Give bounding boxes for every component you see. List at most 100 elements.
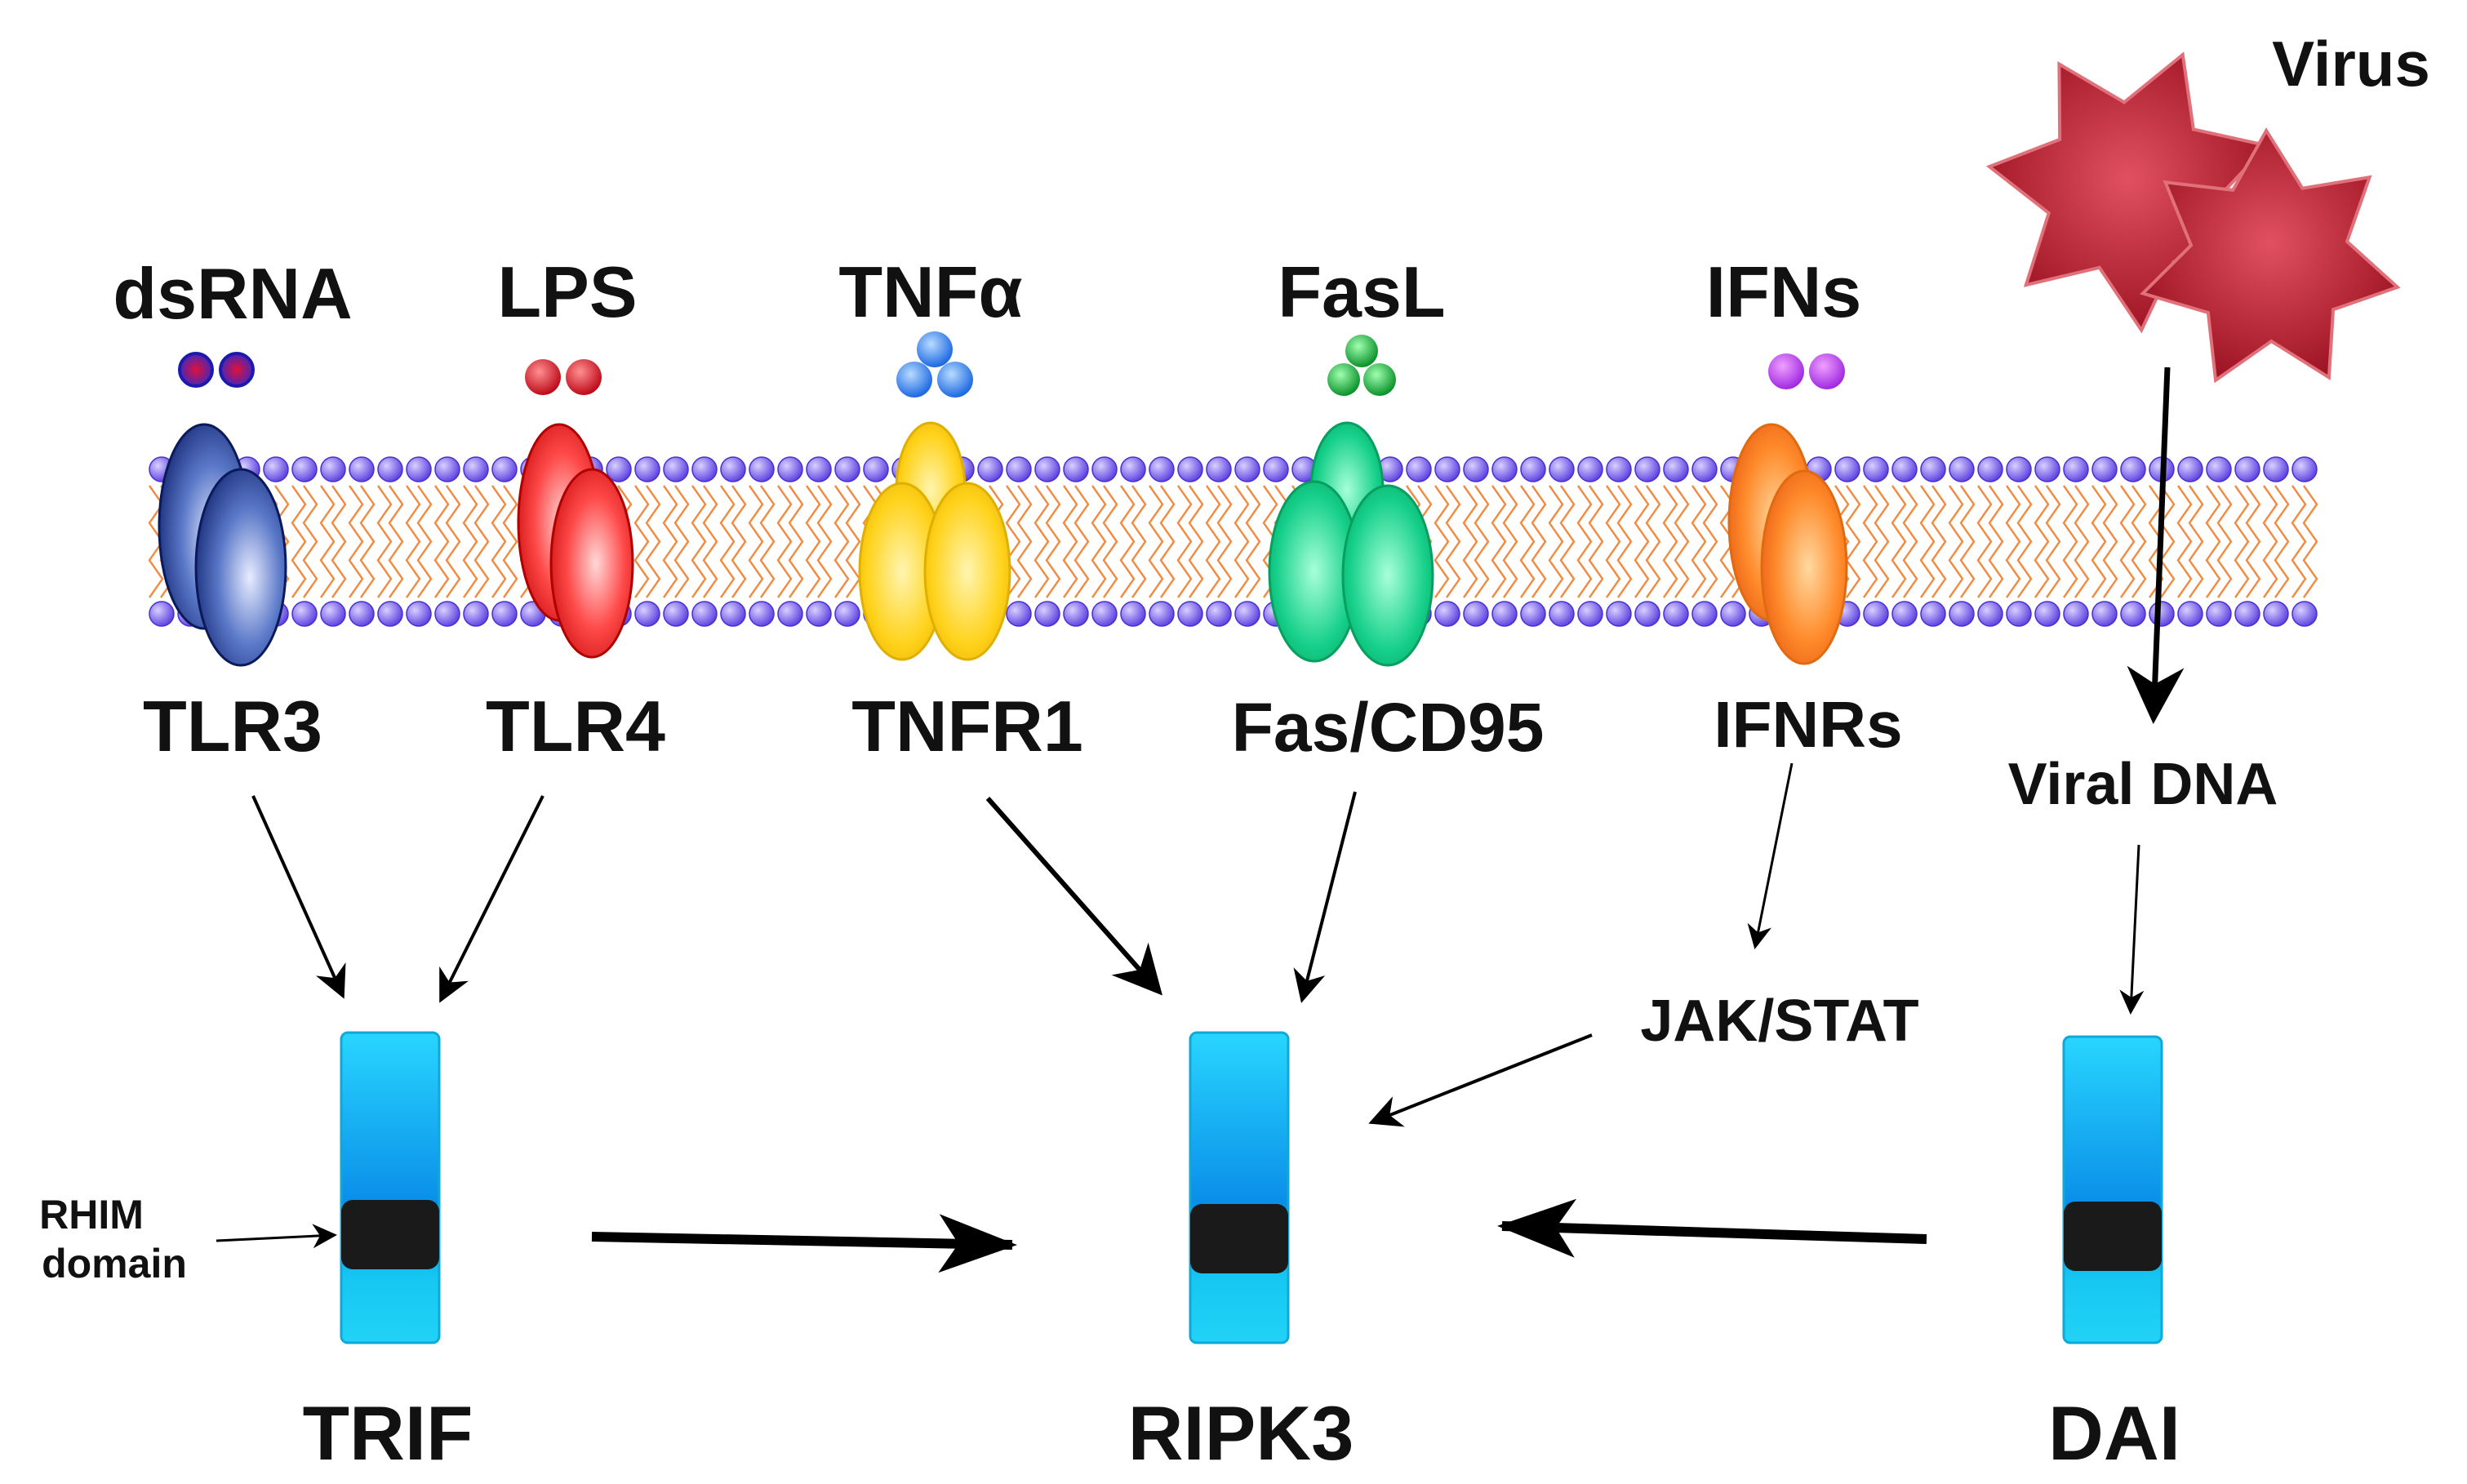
lipid-head <box>634 601 660 627</box>
lipid-head <box>2291 601 2318 627</box>
lipid-tail <box>1073 485 1090 598</box>
dai-rhim-domain <box>2064 1202 2162 1271</box>
trif-protein <box>340 1031 441 1344</box>
lipid-head <box>1063 456 1089 482</box>
lipid-head <box>434 456 460 482</box>
lipid-tail <box>433 485 450 598</box>
lipid-tail <box>2245 485 2261 598</box>
lipid-head <box>1920 456 1946 482</box>
lipid-tail <box>1474 485 1490 598</box>
lipid-head <box>806 601 832 627</box>
arrow-viral-dna-to-dai <box>2119 844 2145 1015</box>
lipid-tail <box>2216 485 2233 598</box>
lipid-tail <box>816 485 833 598</box>
tnfr1-receptor <box>858 421 1011 661</box>
lipid-head <box>720 601 746 627</box>
lipid-tail <box>491 485 507 598</box>
trif-rhim-domain <box>341 1200 439 1269</box>
lipid-head <box>663 601 689 627</box>
lipid-head <box>1149 601 1175 627</box>
lipid-head <box>349 601 375 627</box>
lipid-tail <box>805 485 821 598</box>
lipid-head <box>2034 456 2060 482</box>
lipid-tail <box>302 485 318 598</box>
lipid-tail <box>1159 485 1176 598</box>
lipid-head <box>1406 456 1432 482</box>
lipid-tail <box>748 485 764 598</box>
lipid-tail <box>1931 485 1947 598</box>
lipid-tail <box>1176 485 1193 598</box>
lipid-tail <box>1662 485 1678 598</box>
lipid-head <box>663 456 689 482</box>
lipid-head <box>2006 456 2032 482</box>
lipid-head <box>1891 456 1918 482</box>
lipid-tail <box>1559 485 1576 598</box>
lipid-tail <box>405 485 421 598</box>
lipid-tail <box>1148 485 1164 598</box>
lipid-head <box>634 456 660 482</box>
lipid-tail <box>833 485 850 598</box>
lipid-head <box>2120 601 2146 627</box>
lipid-tail <box>1891 485 1907 598</box>
lipid-heads-outer <box>149 456 2318 482</box>
lipid-head <box>1234 456 1260 482</box>
lipid-tail <box>776 485 793 598</box>
lipid-head <box>320 601 346 627</box>
lipid-head <box>1120 456 1146 482</box>
lipid-head <box>1206 601 1232 627</box>
lipid-tail <box>1605 485 1621 598</box>
lipid-tail <box>1445 485 1461 598</box>
lipid-tail <box>388 485 404 598</box>
lipid-tail <box>2016 485 2033 598</box>
lipid-head <box>1606 601 1632 627</box>
lipid-head <box>1149 456 1175 482</box>
lipid-tail <box>1491 485 1507 598</box>
cell-membrane <box>148 456 2318 627</box>
lipid-tail <box>2205 485 2221 598</box>
arrow-fas-to-ripk3 <box>1293 791 1357 1003</box>
lps-ligand <box>525 359 602 395</box>
lipid-tail <box>1045 485 1061 598</box>
lipid-tail <box>2074 485 2090 598</box>
lipid-head <box>463 601 489 627</box>
lipid-head <box>491 456 518 482</box>
lipid-head <box>2177 601 2203 627</box>
lipid-tail <box>1102 485 1118 598</box>
label-viral-dna: Viral DNA <box>2008 752 2278 817</box>
lipid-head <box>1863 601 1889 627</box>
lipid-head <box>291 456 318 482</box>
lipid-tail <box>662 485 678 598</box>
lipid-tail <box>1216 485 1233 598</box>
lipid-head <box>777 456 803 482</box>
lipid-head <box>749 601 775 627</box>
lipid-tail <box>1119 485 1136 598</box>
lipid-tail <box>1674 485 1690 598</box>
lipid-head <box>1691 601 1718 627</box>
lipid-tail <box>359 485 376 598</box>
lipid-head <box>149 601 175 627</box>
lipid-tail <box>2062 485 2078 598</box>
lipid-head <box>691 601 718 627</box>
lipid-head <box>1063 601 1089 627</box>
lipid-head <box>263 456 289 482</box>
label-rhim-line1: RHIM <box>39 1192 144 1237</box>
lipid-head <box>377 456 403 482</box>
lipid-head <box>2263 601 2289 627</box>
lipid-tail <box>319 485 336 598</box>
arrow-jakstat-to-ripk3 <box>1368 1033 1593 1127</box>
lipid-tail <box>1634 485 1650 598</box>
lipid-tail <box>1948 485 1964 598</box>
lipid-head <box>1434 456 1460 482</box>
lipid-head <box>491 601 518 627</box>
lipid-head <box>749 456 775 482</box>
lipid-tail <box>1091 485 1107 598</box>
lipid-tail <box>759 485 776 598</box>
label-ifnrs: IFNRs <box>1714 688 1902 761</box>
lipid-tails <box>148 485 2318 598</box>
lipid-tail <box>273 485 290 598</box>
lipid-head <box>1634 601 1660 627</box>
lipid-head <box>1120 601 1146 627</box>
lipid-tail <box>1919 485 1936 598</box>
label-fas-cd95: Fas/CD95 <box>1232 689 1545 766</box>
ifnr-receptor <box>1727 423 1848 665</box>
